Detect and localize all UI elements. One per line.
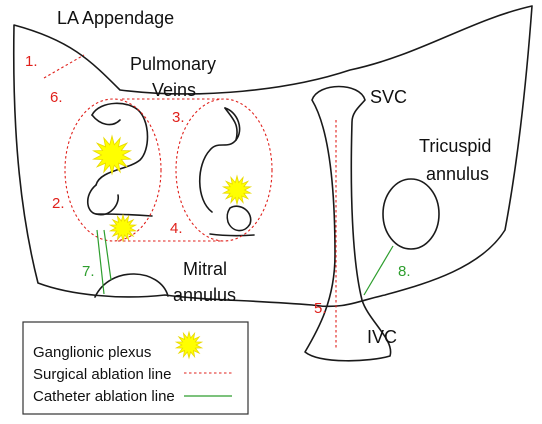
label-ivc: IVC <box>367 327 397 347</box>
vena-cava-tube <box>304 85 392 362</box>
mitral-annulus-shape <box>94 273 169 298</box>
legend: Ganglionic plexus Surgical ablation line… <box>22 321 249 415</box>
ganglionic-plexus-markers <box>91 134 253 243</box>
legend-ganglionic-label: Ganglionic plexus <box>33 344 151 361</box>
line-number-8: 8. <box>398 263 411 280</box>
label-la-appendage: LA Appendage <box>57 8 174 28</box>
tricuspid-annulus-shape <box>382 178 440 250</box>
right-pulmonary-vein-ostium-lower <box>209 233 255 237</box>
left-pulmonary-vein-ostium-upper <box>91 114 121 126</box>
legend-surgical-label: Surgical ablation line <box>33 366 171 383</box>
catheter-ablation-lines <box>96 229 394 296</box>
catheter-line-8-cavotricuspid <box>363 245 394 296</box>
left-upper-pulmonary-vein <box>91 102 149 186</box>
ganglionic-plexus-star-2 <box>221 174 253 206</box>
catheter-line-7-mitral-isthmus-b <box>103 229 112 281</box>
label-mitral-annulus: annulus <box>173 285 236 305</box>
right-lower-pulmonary-vein <box>226 205 252 232</box>
line-number-5: 5. <box>314 300 327 317</box>
ganglionic-plexus-star-3 <box>108 213 138 243</box>
surgical-line-right-pv-encircle <box>175 98 273 242</box>
atrium-outline <box>12 5 533 308</box>
catheter-line-7-mitral-isthmus-a <box>96 229 105 295</box>
line-number-1: 1. <box>25 53 38 70</box>
legend-box <box>22 321 249 415</box>
surgical-line-1-appendage <box>43 54 85 79</box>
label-mitral: Mitral <box>183 259 227 279</box>
label-svc: SVC <box>370 87 407 107</box>
label-veins: Veins <box>152 80 196 100</box>
legend-catheter-label: Catheter ablation line <box>33 388 175 405</box>
right-upper-pulmonary-vein <box>199 107 241 213</box>
line-number-3: 3. <box>172 109 185 126</box>
line-number-2: 2. <box>52 195 65 212</box>
ganglionic-plexus-star-1 <box>91 134 133 176</box>
right-pulmonary-vein-ostium-upper <box>224 107 238 141</box>
line-number-7: 7. <box>82 263 95 280</box>
legend-ganglionic-star <box>174 330 204 360</box>
surgical-ablation-lines <box>43 54 337 350</box>
surgical-line-left-pv-encircle <box>64 98 162 242</box>
label-pulmonary: Pulmonary <box>130 54 216 74</box>
label-tricuspid: Tricuspid <box>419 136 491 156</box>
line-number-6: 6. <box>50 89 63 106</box>
left-lower-pulmonary-vein <box>86 184 120 216</box>
line-number-4: 4. <box>170 220 183 237</box>
label-tricuspid-annulus: annulus <box>426 164 489 184</box>
left-pulmonary-vein-ostium-lower <box>95 213 153 217</box>
